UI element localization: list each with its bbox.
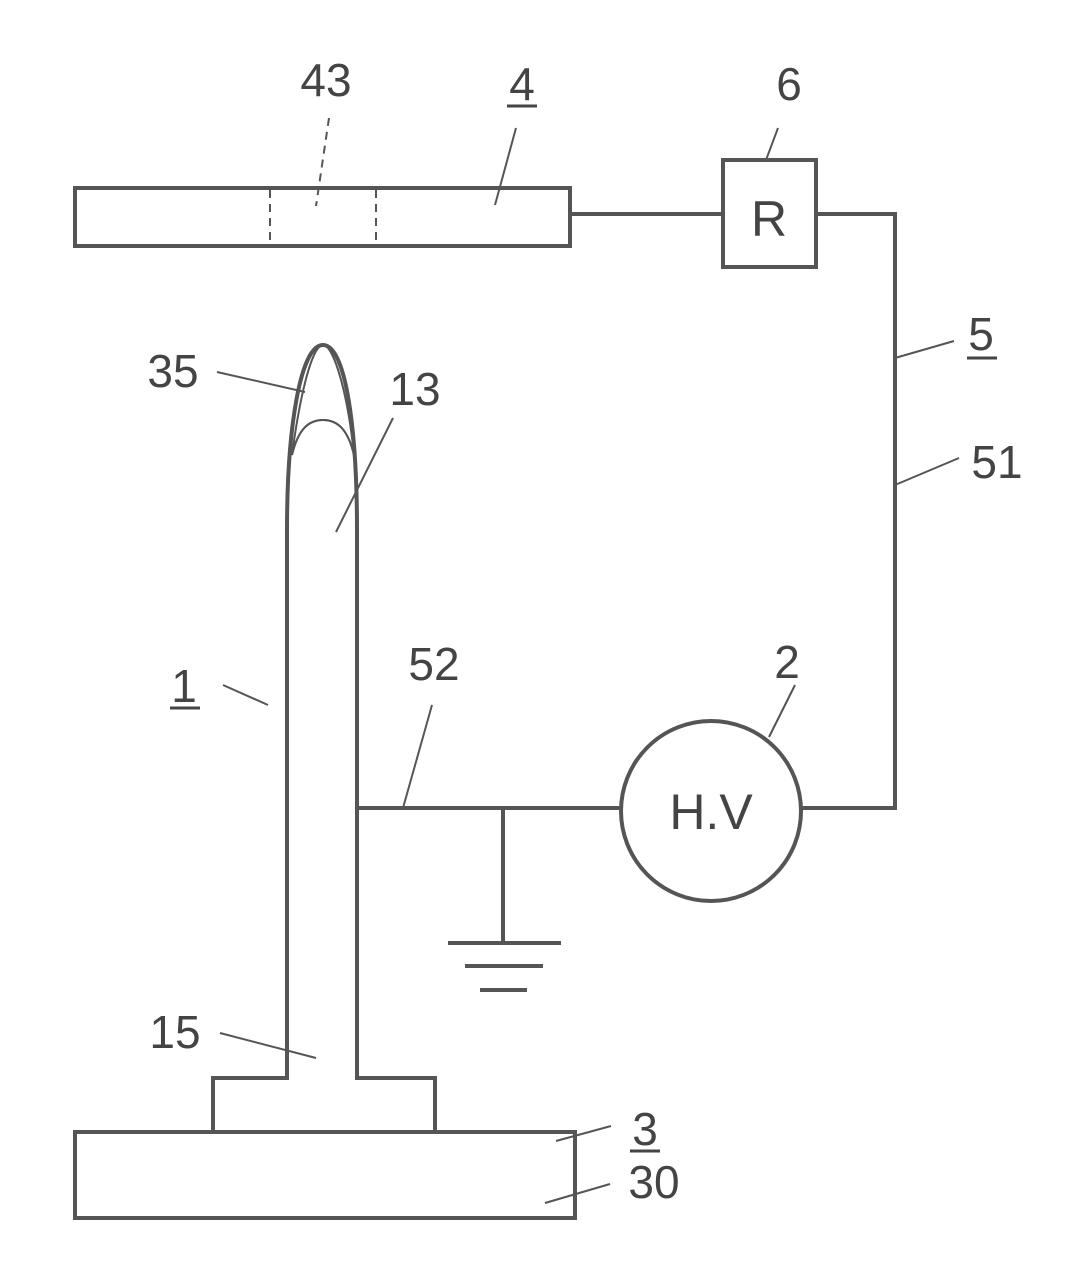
label-4: 4 [509,58,535,110]
high-voltage-source: H.V [621,721,801,901]
circuit-wiring [357,214,895,943]
resistor-symbol: R [751,191,787,247]
label-6: 6 [776,58,802,110]
leader-lines [217,118,959,1203]
wire-51 [802,214,895,808]
emitter-tip-coating [292,345,354,455]
resistor: R [723,160,816,267]
label-43: 43 [300,54,351,106]
source-symbol: H.V [669,784,753,840]
label-1: 1 [171,660,197,712]
counter-electrode [75,188,570,246]
base-block [75,1132,575,1218]
label-13: 13 [389,363,440,415]
label-15: 15 [149,1006,200,1058]
emitter [213,345,435,1132]
label-35: 35 [147,345,198,397]
label-52: 52 [408,638,459,690]
label-30: 30 [628,1156,679,1208]
label-3: 3 [632,1103,658,1155]
label-51: 51 [971,436,1022,488]
reference-labels: 43 4 6 35 13 5 51 1 52 2 15 3 30 [147,54,1022,1208]
ground-symbol [448,943,561,990]
label-2: 2 [774,636,800,688]
label-5: 5 [968,308,994,360]
